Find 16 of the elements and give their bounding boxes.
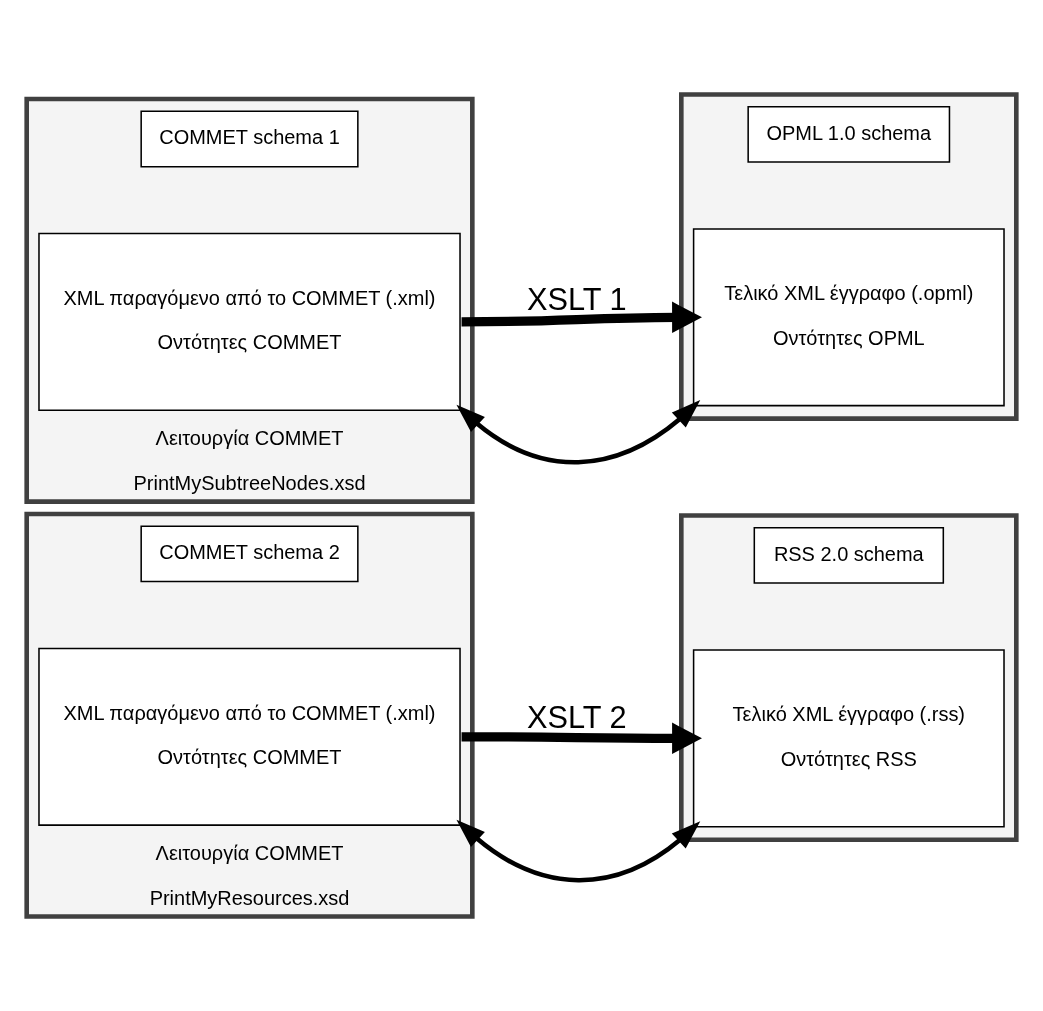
node-box: XML παραγόμενο από το COMMET (.xml) Οντότητες COMMET — [38, 647, 461, 826]
node-box: COMMET schema 2 — [140, 525, 359, 583]
cluster — [679, 92, 1019, 421]
edge-label: XSLT 1 — [527, 281, 627, 317]
node-box: XML παραγόμενο από το COMMET (.xml) Οντότητες COMMET — [38, 232, 461, 411]
edge-label: XSLT 2 — [527, 699, 627, 735]
node-box: Τελικό XML έγγραφο (.rss) Οντότητες RSS — [692, 649, 1005, 828]
arrow — [456, 819, 701, 883]
cluster — [679, 513, 1019, 843]
node-box: COMMET schema 1 — [140, 110, 359, 168]
node-box: Τελικό XML έγγραφο (.opml) Οντότητες OPML — [692, 228, 1005, 407]
node-box: RSS 2.0 schema — [753, 527, 945, 584]
arrow — [461, 722, 702, 754]
node-box: OPML 1.0 schema — [747, 105, 951, 163]
arrow — [461, 301, 702, 333]
arrow — [456, 400, 701, 465]
